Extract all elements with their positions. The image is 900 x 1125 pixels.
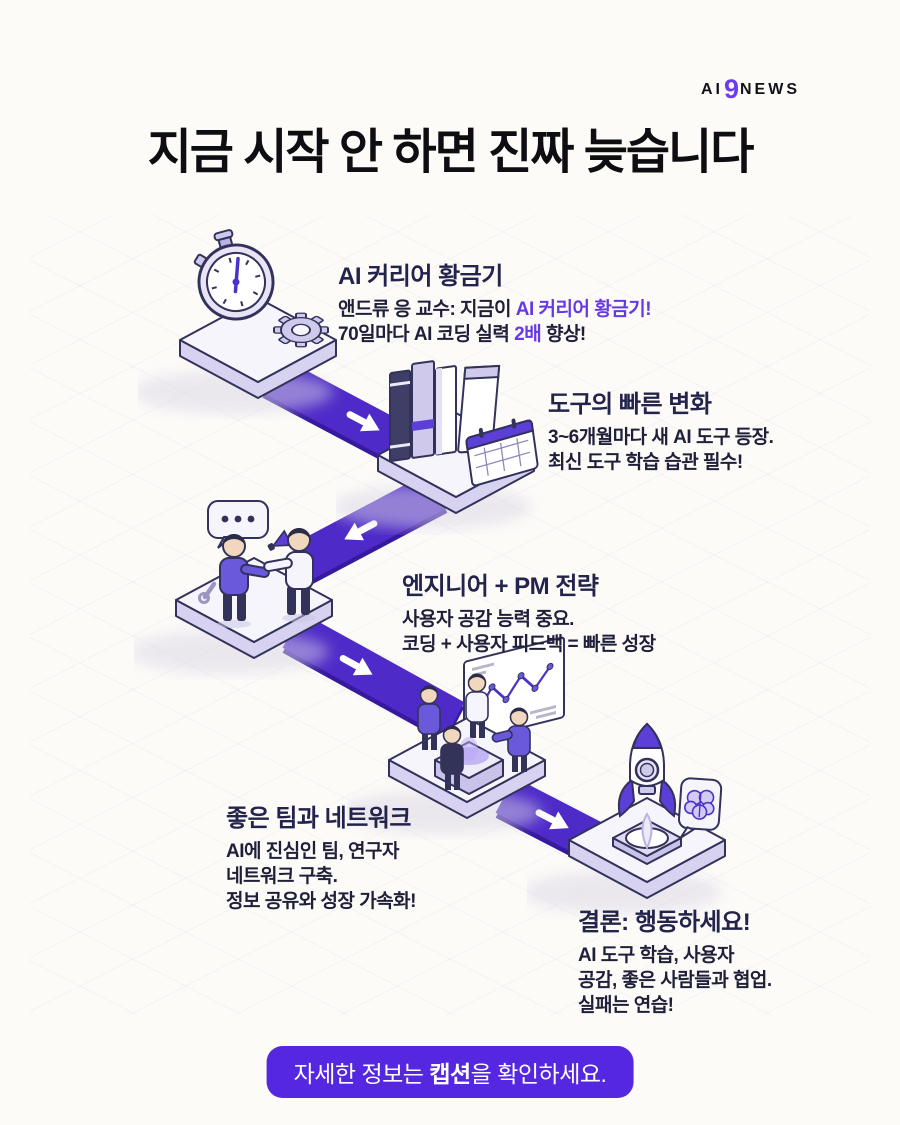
books-icon [389, 360, 501, 462]
calendar-icon [465, 418, 539, 487]
logo-prefix: AI [700, 80, 723, 98]
step3-heading: 엔지니어 + PM 전략 [402, 573, 599, 600]
step1-text: AI 커리어 황금기 앤드류 응 교수: 지금이 AI 커리어 황금기! 70일… [338, 256, 652, 347]
step1-heading: AI 커리어 황금기 [338, 263, 503, 290]
step2-illustration [336, 360, 539, 529]
step1-line2: 70일마다 AI 코딩 실력 2배 향상! [338, 324, 586, 346]
caption-info-button[interactable]: 자세한 정보는 캡션을 확인하세요. [266, 1046, 634, 1098]
team-member-back-left [417, 685, 441, 750]
step4-text: 좋은 팀과 네트워크 AI에 진심인 팀, 연구자 네트워크 구축. 정보 공유… [226, 798, 416, 914]
step4-line1: AI에 진심인 팀, 연구자 [226, 841, 399, 862]
caption-bold-word: 캡션 [429, 1061, 471, 1087]
step1-illustration [138, 229, 337, 414]
step3-text: 엔지니어 + PM 전략 사용자 공감 능력 중요. 코딩 + 사용자 피드백 … [402, 566, 656, 657]
step4-heading: 좋은 팀과 네트워크 [226, 805, 411, 832]
team-member-front-left [440, 725, 464, 790]
step2-line2: 최신 도구 학습 습관 필수! [548, 452, 743, 474]
rocket-icon [617, 722, 677, 851]
whiteboard-chart-icon [463, 636, 565, 743]
step3-illustration [134, 500, 333, 674]
step2-line1: 3~6개월마다 새 AI 도구 등장. [548, 427, 774, 448]
brain-bubble-icon [677, 777, 723, 839]
team-member-back-center [465, 673, 489, 738]
step5-line3: 실패는 연습! [578, 995, 674, 1017]
step5-heading: 결론: 행동하세요! [578, 909, 751, 936]
megaphone-icon [267, 529, 294, 551]
step4-illustration [347, 636, 565, 834]
step2-text: 도구의 빠른 변화 3~6개월마다 새 AI 도구 등장. 최신 도구 학습 습… [548, 384, 774, 475]
step2-heading: 도구의 빠른 변화 [548, 391, 712, 418]
step5-illustration [527, 722, 726, 914]
gear-icon [273, 312, 329, 348]
engineer-figure [198, 534, 270, 628]
step4-line3: 정보 공유와 성장 가속화! [226, 891, 416, 913]
logo-suffix: NEWS [740, 80, 800, 98]
step1-line1: 앤드류 응 교수: 지금이 AI 커리어 황금기! [338, 299, 652, 320]
logo-digit-9: 9 [723, 74, 739, 104]
step5-text: 결론: 행동하세요! AI 도구 학습, 사용자 공감, 좋은 사람들과 협업.… [578, 902, 772, 1018]
pm-figure [263, 528, 316, 622]
logo-ai9news: AI 9 NEWS [701, 76, 800, 103]
step3-line2: 코딩 + 사용자 피드백 = 빠른 성장 [402, 634, 656, 656]
step5-line1: AI 도구 학습, 사용자 [578, 945, 734, 966]
page-title: 지금 시작 안 하면 진짜 늦습니다 [147, 126, 755, 179]
step5-line2: 공감, 좋은 사람들과 협업. [578, 970, 772, 992]
team-member-right [491, 707, 531, 772]
stopwatch-icon [193, 229, 275, 321]
step3-line1: 사용자 공감 능력 중요. [402, 609, 574, 630]
step4-line2: 네트워크 구축. [226, 866, 338, 888]
